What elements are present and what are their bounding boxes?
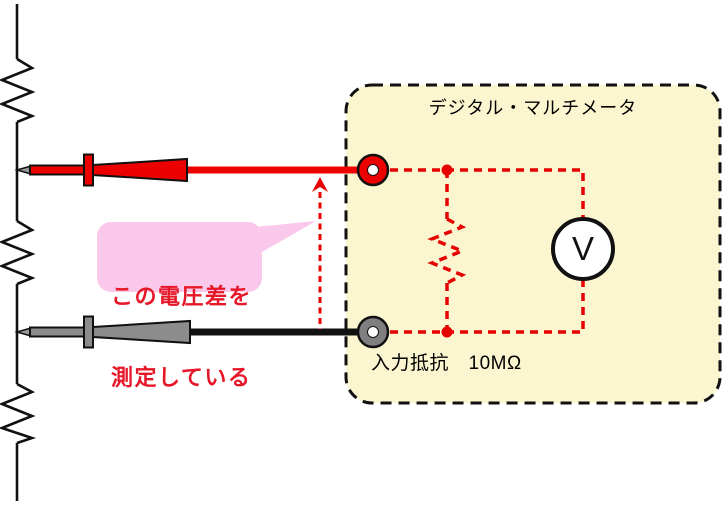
black-probe: [14, 315, 191, 349]
input-resistance-label: 入力抵抗 10MΩ: [371, 353, 522, 374]
negative-terminal: [356, 315, 390, 349]
external-circuit: [0, 4, 37, 501]
probe-tip: [14, 165, 32, 175]
voltage-difference-arrow: [312, 177, 328, 329]
probe-shaft: [29, 164, 86, 176]
callout-text-line2: 測定している: [111, 365, 252, 390]
red-probe: [14, 153, 188, 187]
terminal-hole: [367, 326, 379, 338]
probe-collar: [83, 153, 94, 187]
multimeter-box: [344, 83, 722, 405]
callout-text-line1: この電圧差を: [111, 284, 253, 309]
terminal-hole: [367, 164, 379, 176]
probe-tip: [14, 327, 32, 337]
callout-body: [97, 222, 262, 292]
resistor-symbol-3: [0, 382, 37, 445]
probe-body: [92, 157, 188, 183]
resistor-symbol-1: [0, 57, 36, 124]
voltmeter-circle: [551, 217, 615, 281]
arrow-head: [312, 177, 328, 192]
probe-collar: [83, 315, 94, 349]
voltmeter-label: V: [571, 230, 594, 267]
junction-dot-bottom: [441, 326, 453, 338]
multimeter-title: デジタル・マルチメータ: [428, 98, 638, 118]
resistor-symbol-2: [0, 219, 36, 286]
callout-text: この電圧差を 測定している: [111, 229, 252, 445]
input-resistance-symbol: [427, 217, 467, 285]
callout-tail: [245, 221, 316, 252]
probe-shaft: [29, 326, 86, 338]
junction-dot-top: [441, 164, 453, 176]
callout-bubble: [97, 221, 316, 292]
positive-terminal: [356, 153, 390, 187]
internal-wire-top: [390, 168, 585, 219]
